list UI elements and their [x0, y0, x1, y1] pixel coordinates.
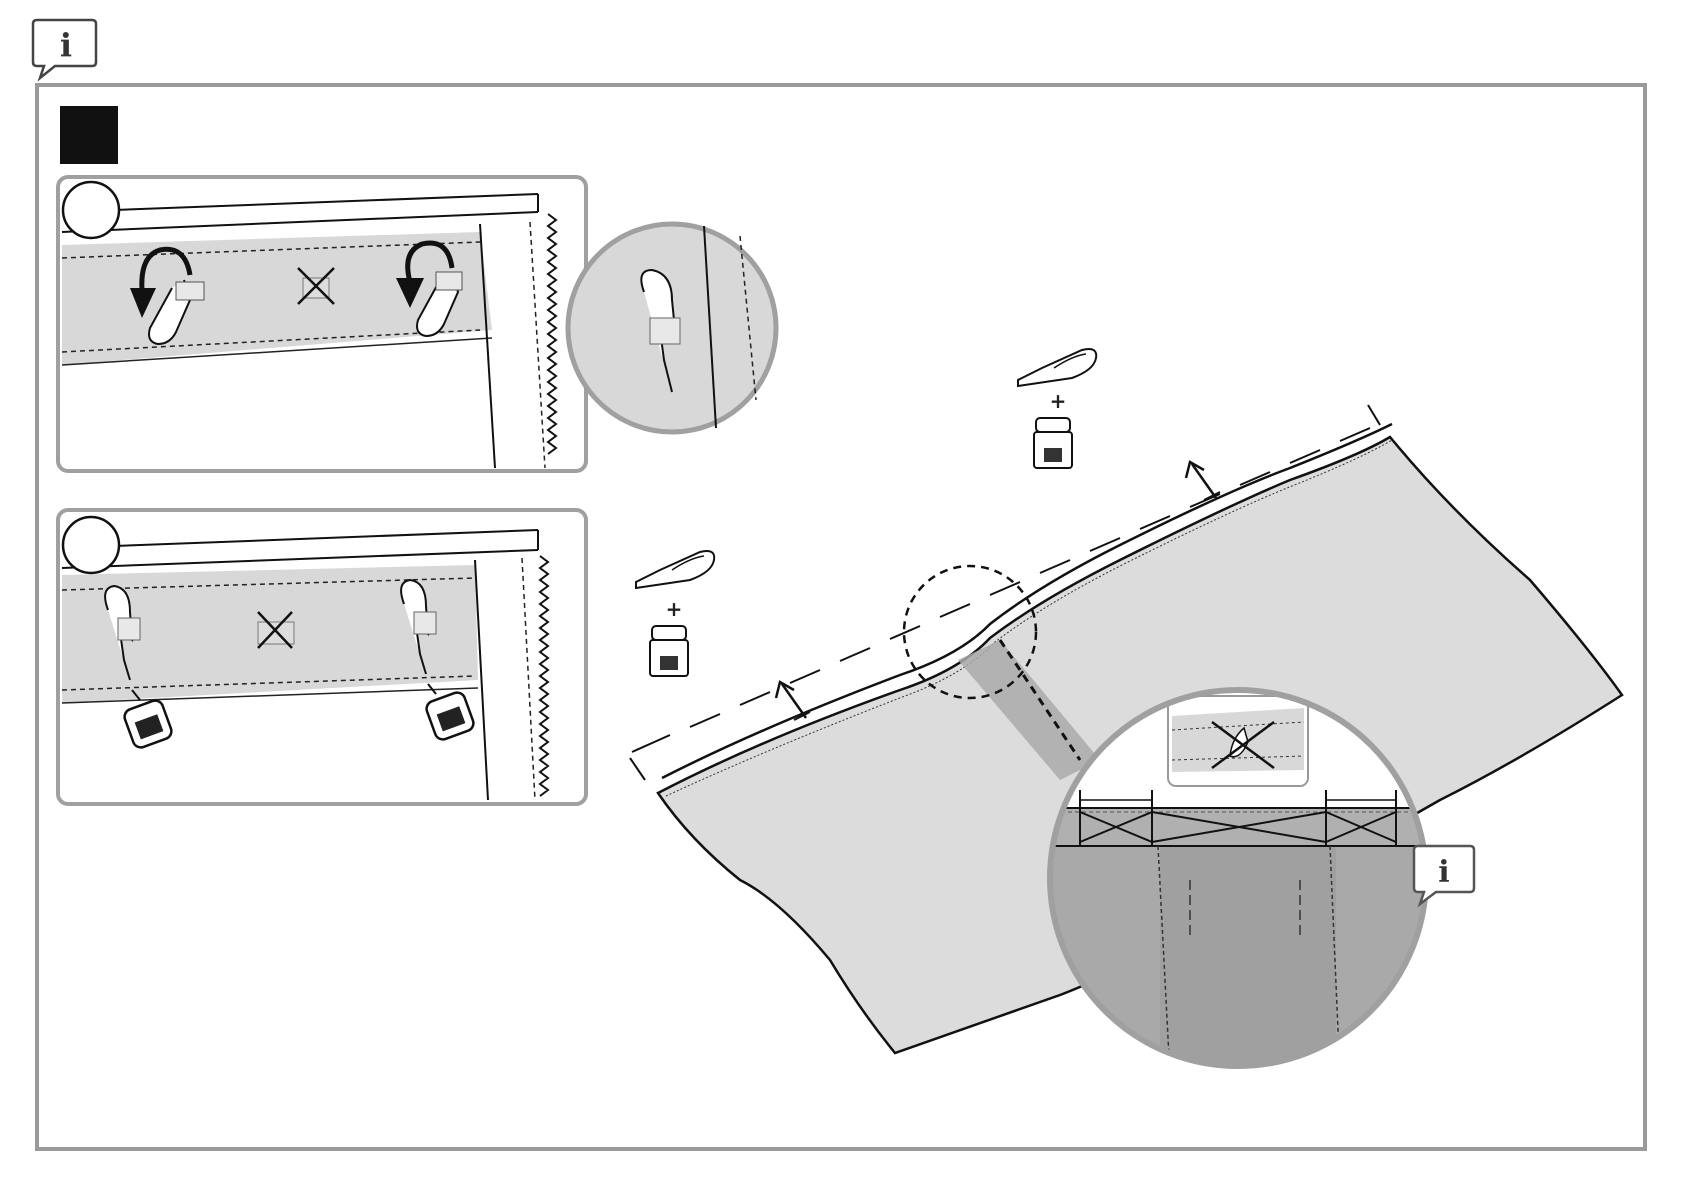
detail-zoom-circle — [568, 224, 776, 432]
inset-info-glyph: i — [1438, 855, 1449, 890]
plus-sign: + — [666, 597, 683, 621]
panel-2 — [58, 510, 586, 804]
plus-sign: + — [1050, 389, 1067, 413]
panel-1 — [58, 177, 586, 471]
info-note-icon: i — [33, 20, 96, 78]
glider-clip-icon — [1034, 418, 1072, 468]
wrong-hook-position-inset — [1168, 696, 1308, 786]
info-glyph: i — [60, 26, 72, 64]
substep-circle-2 — [63, 517, 119, 573]
substep-circle-1 — [63, 182, 119, 238]
glider-clip-icon — [650, 626, 688, 676]
step-marker — [60, 106, 118, 164]
